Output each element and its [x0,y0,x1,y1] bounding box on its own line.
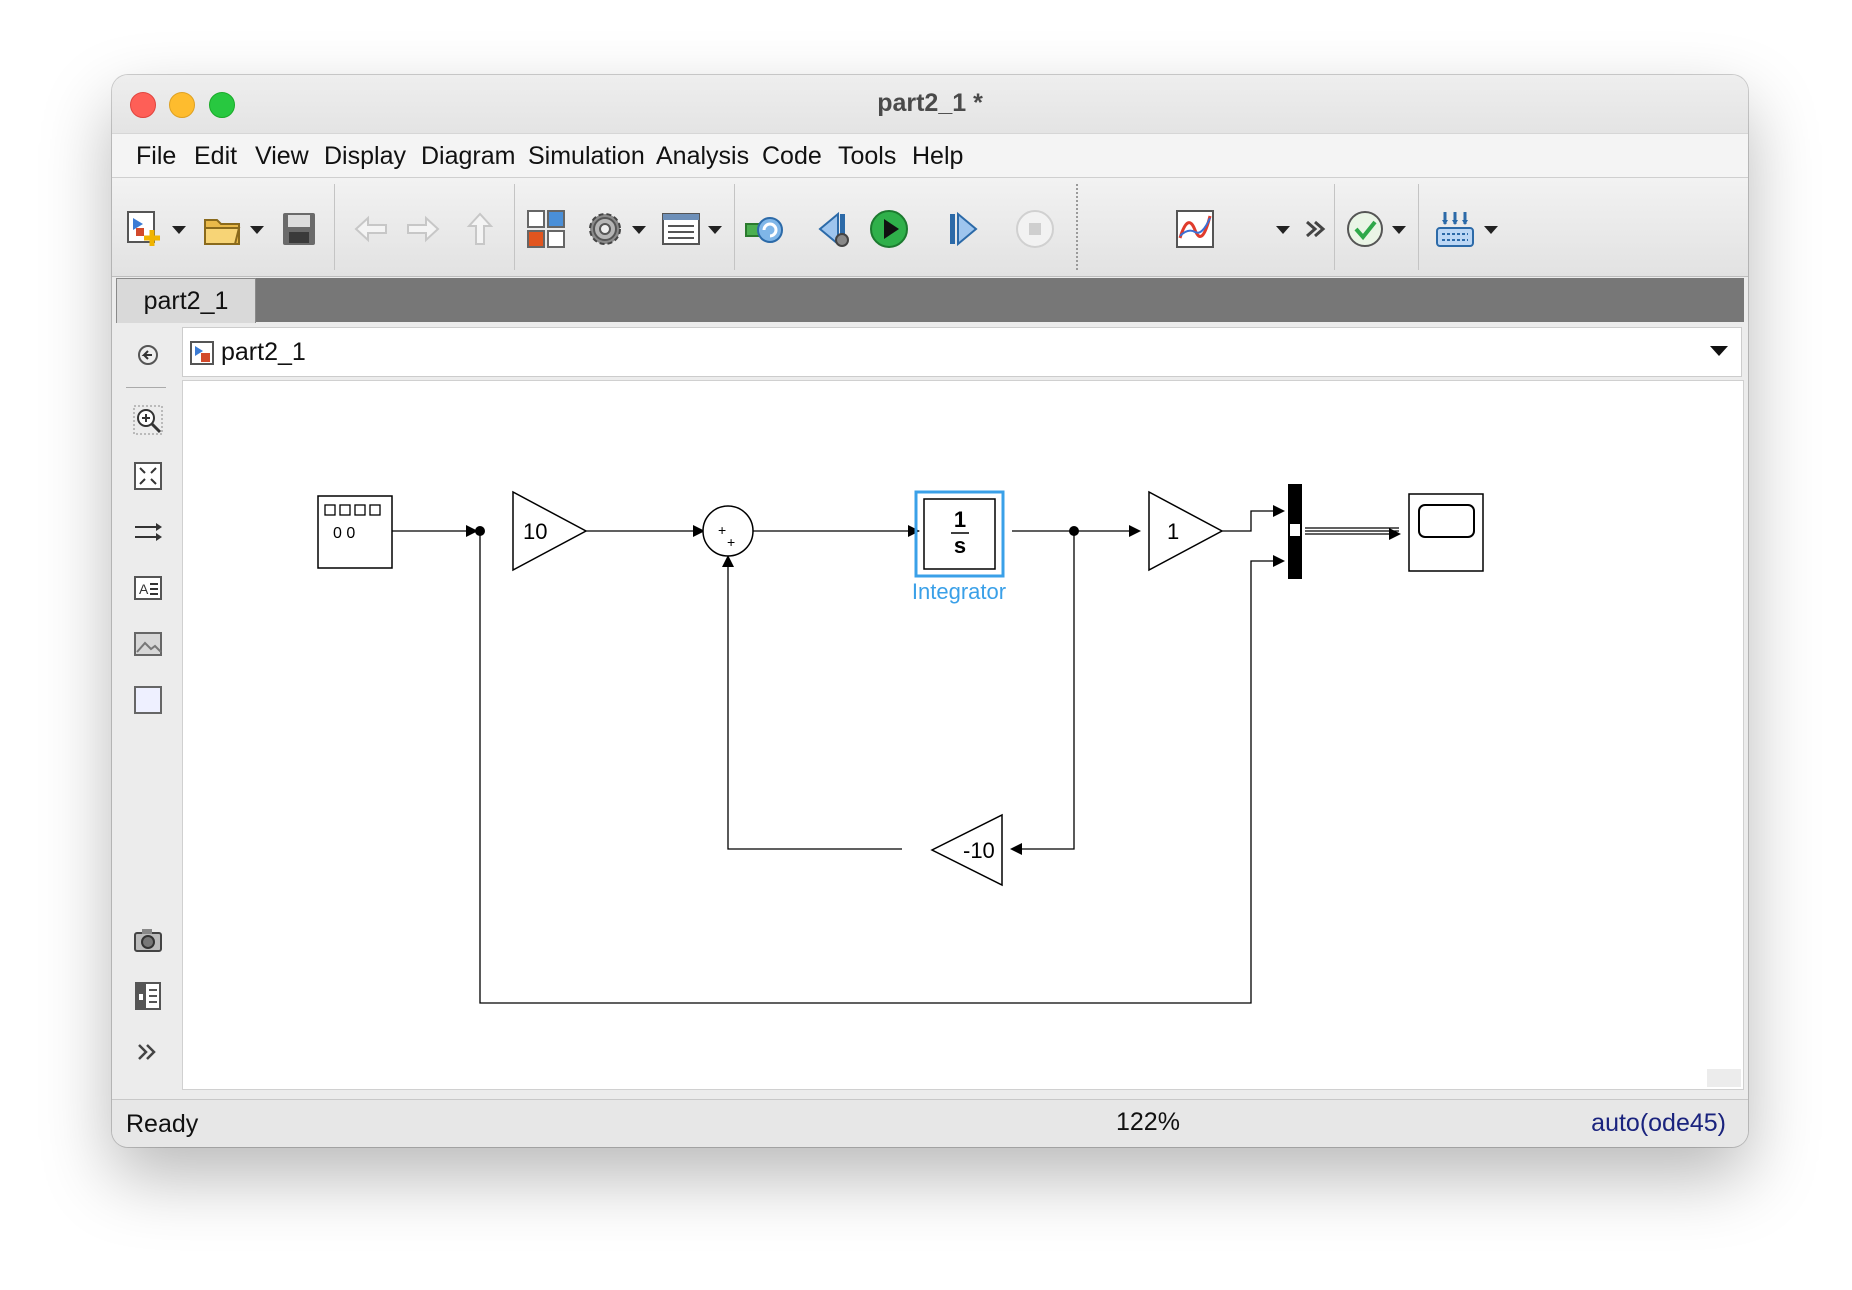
minimize-window-button[interactable] [169,92,195,118]
sum-block[interactable]: + + [702,505,754,557]
library-browser-icon[interactable] [523,206,569,252]
menu-display[interactable]: Display [324,142,406,170]
feedback-signal-line[interactable] [1010,531,1075,855]
integrator-denominator: s [954,533,966,558]
status-zoom[interactable]: 122% [1116,1108,1180,1136]
gain-forward-value: 10 [523,519,547,544]
more-chevron-icon[interactable] [1304,206,1326,252]
toolbar-separator [1418,184,1419,270]
source-block-digits: 0 0 [333,525,355,542]
branch-point [475,526,485,536]
new-dropdown-icon[interactable] [168,206,190,252]
menu-view[interactable]: View [255,142,309,170]
toolbar-separator [1076,184,1079,270]
menu-diagram[interactable]: Diagram [421,142,516,170]
build-model-icon[interactable] [1432,206,1478,252]
close-window-button[interactable] [130,92,156,118]
title-bar: part2_1 * [112,75,1748,133]
tab-part2-1[interactable]: part2_1 [116,278,256,323]
model-tab-strip: part2_1 [116,278,1744,323]
back-icon[interactable] [348,206,394,252]
model-breadcrumb[interactable]: part2_1 [182,327,1742,377]
resize-corner [1707,1069,1741,1087]
toolbar-separator [334,184,335,270]
branch-point [1069,526,1079,536]
forward-icon[interactable] [400,206,446,252]
model-advisor-check-icon[interactable] [1342,206,1388,252]
toolbar-separator [514,184,515,270]
source-block[interactable]: 0 0 [317,495,393,569]
stop-icon[interactable] [1012,206,1058,252]
integrator-block[interactable]: 1 s Integrator [912,490,1006,604]
toolbar-separator [734,184,735,270]
toolbar-separator [1334,184,1335,270]
diagram-canvas[interactable]: 0 0 10 + + 1 s Integrator [182,380,1744,1090]
settings-dropdown-icon[interactable] [628,206,650,252]
status-state: Ready [126,1110,199,1138]
open-dropdown-icon[interactable] [246,206,268,252]
sum-sign-top: + [718,522,726,538]
gain-block-forward[interactable]: 10 [512,490,588,572]
signal-line[interactable] [1217,505,1285,532]
feedback-signal-line[interactable] [722,555,902,850]
explorer-dropdown-icon[interactable] [704,206,726,252]
update-diagram-icon[interactable] [742,206,788,252]
gain-block-output[interactable]: 1 [1148,490,1224,572]
mux-block[interactable] [1288,484,1302,579]
sum-sign-bottom: + [727,534,735,550]
integrator-label: Integrator [912,579,1006,604]
gain-block-feedback[interactable]: -10 [930,813,1003,887]
signal-arrows-icon[interactable] [132,516,164,548]
advisor-dropdown-icon[interactable] [1388,206,1410,252]
hide-browser-icon[interactable] [132,339,164,371]
new-model-icon[interactable] [122,206,168,252]
model-icon [190,341,214,365]
integrator-numerator: 1 [954,507,966,532]
signal-lines[interactable] [334,505,1401,1004]
expand-chevron-icon[interactable] [132,1036,164,1068]
breadcrumb-label[interactable]: part2_1 [221,338,306,366]
toolbar [112,177,1748,277]
window-title: part2_1 * [877,89,983,117]
simulink-window: part2_1 * File Edit View Display Diagram… [112,75,1748,1147]
status-bar: Ready 122% auto(ode45) [112,1099,1748,1147]
breadcrumb-dropdown-icon[interactable] [1709,344,1729,358]
image-icon[interactable] [132,628,164,660]
menu-edit[interactable]: Edit [194,142,238,170]
gain-output-value: 1 [1167,519,1179,544]
inspector-dropdown-icon[interactable] [1272,206,1294,252]
run-simulation-icon[interactable] [866,206,912,252]
palette-sidebar: A [112,324,178,1099]
sidebar-separator [126,387,166,388]
zoom-in-icon[interactable] [132,404,164,436]
gain-feedback-value: -10 [963,838,995,863]
scope-block[interactable] [1408,493,1484,572]
open-folder-icon[interactable] [200,206,246,252]
menu-help[interactable]: Help [912,142,964,170]
up-icon[interactable] [457,206,503,252]
build-dropdown-icon[interactable] [1480,206,1502,252]
snapshot-camera-icon[interactable] [132,924,164,956]
menu-simulation[interactable]: Simulation [528,142,645,170]
model-explorer-icon[interactable] [658,206,704,252]
save-icon[interactable] [276,206,322,252]
menu-tools[interactable]: Tools [838,142,897,170]
data-inspector-icon[interactable] [1172,206,1218,252]
menu-analysis[interactable]: Analysis [656,142,750,170]
step-back-icon[interactable] [810,206,856,252]
model-settings-gear-icon[interactable] [582,206,628,252]
menu-file[interactable]: File [136,142,177,170]
menu-code[interactable]: Code [762,142,822,170]
area-icon[interactable] [132,684,164,716]
annotation-icon[interactable]: A [132,572,164,604]
bypass-signal-line[interactable] [479,531,1285,1004]
svg-text:A: A [139,581,149,597]
menu-bar: File Edit View Display Diagram Simulatio… [112,133,1748,178]
step-forward-icon[interactable] [940,206,986,252]
status-solver[interactable]: auto(ode45) [1591,1109,1726,1137]
property-inspector-icon[interactable] [132,980,164,1012]
fit-to-view-icon[interactable] [132,460,164,492]
zoom-window-button[interactable] [209,92,235,118]
